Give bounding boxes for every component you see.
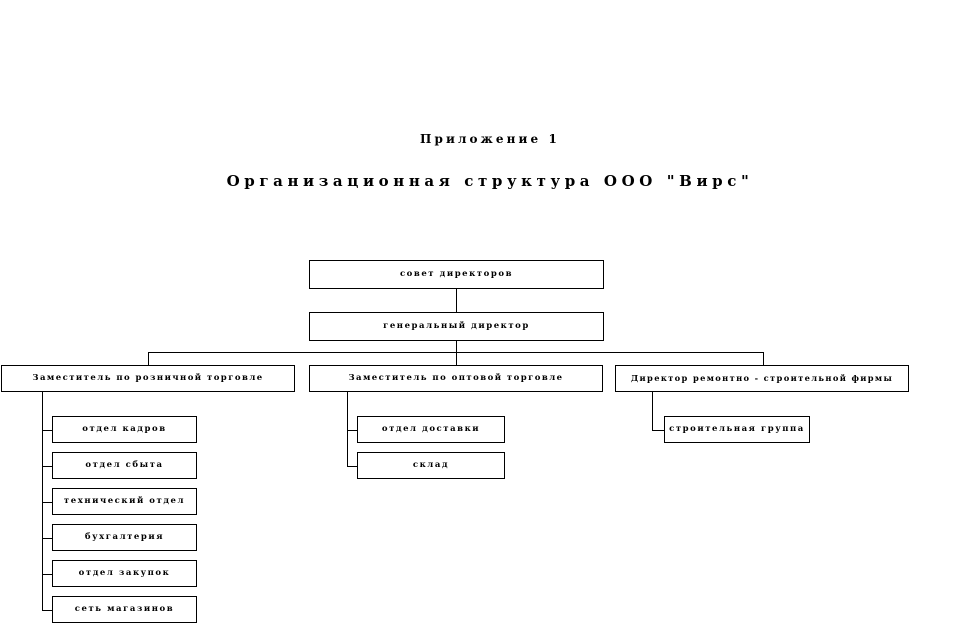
stub-warehouse — [347, 465, 358, 467]
node-hr-department[interactable]: отдел кадров — [52, 416, 197, 443]
node-label-deputy-wholesale: Заместитель по оптовой торговле — [348, 373, 564, 384]
node-construction-group[interactable]: строительная группа — [664, 416, 810, 443]
spine-director-repair — [652, 390, 654, 430]
connector-drop-director-repair — [762, 352, 764, 366]
node-deputy-wholesale[interactable]: Заместитель по оптовой торговле — [309, 365, 603, 392]
stub-accounting — [42, 537, 53, 539]
node-label-delivery-department: отдел доставки — [381, 424, 481, 435]
appendix-label: Приложение 1 — [420, 132, 560, 146]
node-label-sales-department: отдел сбыта — [85, 460, 164, 471]
connector-board-to-ceo — [455, 288, 457, 314]
stub-construction — [652, 429, 665, 431]
node-label-general-director: генеральный директор — [383, 321, 530, 332]
connector-ceo-down — [455, 340, 457, 353]
node-accounting-department[interactable]: бухгалтерия — [52, 524, 197, 551]
node-board-of-directors[interactable]: совет директоров — [309, 260, 604, 289]
node-store-network[interactable]: сеть магазинов — [52, 596, 197, 623]
node-label-board-of-directors: совет директоров — [399, 269, 514, 280]
page-title: Организационная структура ООО "Вирс" — [226, 172, 754, 190]
spine-deputy-retail — [42, 390, 44, 610]
spine-deputy-wholesale — [347, 390, 349, 466]
node-label-director-repair-construction: Директор ремонтно - строительной фирмы — [630, 373, 894, 384]
node-delivery-department[interactable]: отдел доставки — [357, 416, 505, 443]
node-deputy-retail[interactable]: Заместитель по розничной торговле — [1, 365, 295, 392]
connector-drop-deputy-retail — [148, 352, 150, 366]
node-label-technical-department: технический отдел — [63, 496, 186, 507]
stub-delivery — [347, 429, 358, 431]
node-label-construction-group: строительная группа — [669, 424, 805, 435]
node-warehouse[interactable]: склад — [357, 452, 505, 479]
node-label-accounting-department: бухгалтерия — [84, 532, 165, 543]
node-label-warehouse: склад — [412, 460, 450, 471]
node-label-purchasing-department: отдел закупок — [78, 568, 171, 579]
stub-stores — [42, 609, 53, 611]
node-label-hr-department: отдел кадров — [82, 424, 167, 435]
connector-drop-deputy-wholesale — [455, 352, 457, 366]
stub-purchasing — [42, 573, 53, 575]
node-technical-department[interactable]: технический отдел — [52, 488, 197, 515]
stub-technical — [42, 501, 53, 503]
node-general-director[interactable]: генеральный директор — [309, 312, 604, 341]
node-director-repair-construction[interactable]: Директор ремонтно - строительной фирмы — [615, 365, 909, 392]
stub-hr — [42, 429, 53, 431]
node-label-deputy-retail: Заместитель по розничной торговле — [32, 373, 264, 384]
node-purchasing-department[interactable]: отдел закупок — [52, 560, 197, 587]
node-sales-department[interactable]: отдел сбыта — [52, 452, 197, 479]
stub-sales — [42, 465, 53, 467]
node-label-store-network: сеть магазинов — [74, 604, 175, 615]
